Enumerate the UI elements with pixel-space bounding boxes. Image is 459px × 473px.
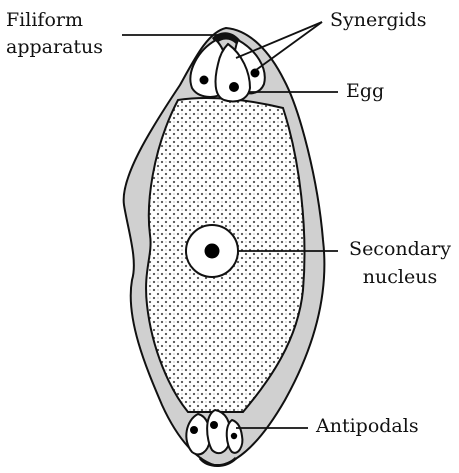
secondary-nucleus-label-line1: Secondary — [344, 238, 456, 261]
egg-nucleus — [229, 82, 239, 92]
antipodal-left-nucleus — [190, 426, 198, 434]
antipodal-middle-nucleus — [210, 421, 218, 429]
secondary-nucleus-label-line2: nucleus — [344, 266, 456, 289]
antipodals-label: Antipodals — [316, 415, 419, 438]
egg-label: Egg — [346, 80, 384, 103]
secondary-nucleus-nucleolus — [205, 244, 220, 259]
synergids-label: Synergids — [330, 9, 426, 32]
synergid-right-nucleus — [251, 69, 260, 78]
synergid-left-nucleus — [200, 76, 209, 85]
filiform-label-line2: apparatus — [6, 36, 103, 59]
antipodal-right-nucleus — [231, 433, 237, 439]
filiform-label-line1: Filiform — [6, 9, 83, 32]
